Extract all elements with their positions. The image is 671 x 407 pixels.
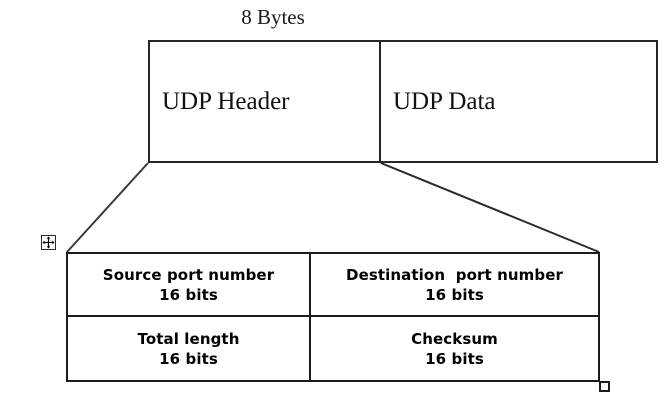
field-name: Destination port number <box>346 265 563 284</box>
field-destination-port[interactable]: Destination port number 16 bits <box>311 254 598 315</box>
connector-line-right <box>380 162 600 253</box>
table-row: Source port number 16 bits Destination p… <box>68 254 598 317</box>
table-row: Total length 16 bits Checksum 16 bits <box>68 317 598 380</box>
udp-header-label: UDP Header <box>162 88 290 115</box>
four-way-arrow-icon <box>42 236 55 249</box>
field-name: Total length <box>137 329 240 348</box>
field-size: 16 bits <box>159 349 218 368</box>
field-name: Source port number <box>102 265 275 284</box>
field-size: 16 bits <box>425 349 484 368</box>
move-cursor-icon[interactable] <box>41 235 56 250</box>
udp-data-label: UDP Data <box>393 88 496 115</box>
udp-header-field-table[interactable]: Source port number 16 bits Destination p… <box>66 252 600 382</box>
size-caption: 8 Bytes <box>241 5 305 29</box>
resize-handle-bottom-right[interactable] <box>599 381 610 392</box>
field-size: 16 bits <box>159 285 218 304</box>
field-name: Checksum <box>411 329 498 348</box>
field-total-length[interactable]: Total length 16 bits <box>68 317 311 380</box>
field-checksum[interactable]: Checksum 16 bits <box>311 317 598 380</box>
udp-packet-box[interactable]: UDP Header UDP Data <box>148 40 658 163</box>
connector-line-left <box>66 162 149 253</box>
udp-data-cell[interactable]: UDP Data <box>381 42 656 161</box>
field-source-port[interactable]: Source port number 16 bits <box>68 254 311 315</box>
udp-header-cell[interactable]: UDP Header <box>150 42 381 161</box>
field-size: 16 bits <box>425 285 484 304</box>
